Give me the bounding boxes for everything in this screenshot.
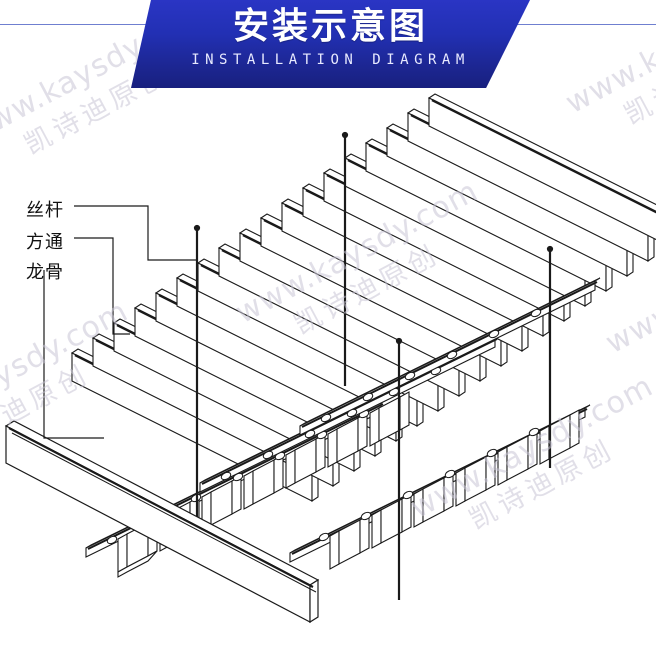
leader-keel: [43, 270, 104, 439]
keel-rail-rear: [299, 277, 601, 436]
leader-square-tube: [74, 237, 130, 335]
leader-threaded-rod: [74, 205, 196, 261]
keel-rail-right-with-clips: [289, 404, 591, 570]
threaded-rod-group: [193, 131, 554, 600]
banner-shape: [131, 0, 530, 88]
isometric-diagram: [0, 88, 656, 656]
leader-lines: [43, 205, 196, 439]
banner-text-group: 安装示意图 INSTALLATION DIAGRAM: [131, 0, 530, 88]
page-title: 安装示意图: [232, 6, 428, 47]
label-threaded-rod: 丝杆: [26, 200, 64, 221]
page-subtitle: INSTALLATION DIAGRAM: [191, 52, 470, 68]
perimeter-u-channel: [4, 420, 320, 624]
diagram-svg: [4, 92, 656, 624]
label-keel: 龙骨: [26, 262, 64, 283]
page-header-banner: 安装示意图 INSTALLATION DIAGRAM: [131, 0, 530, 88]
label-square-tube: 方通: [26, 232, 64, 253]
